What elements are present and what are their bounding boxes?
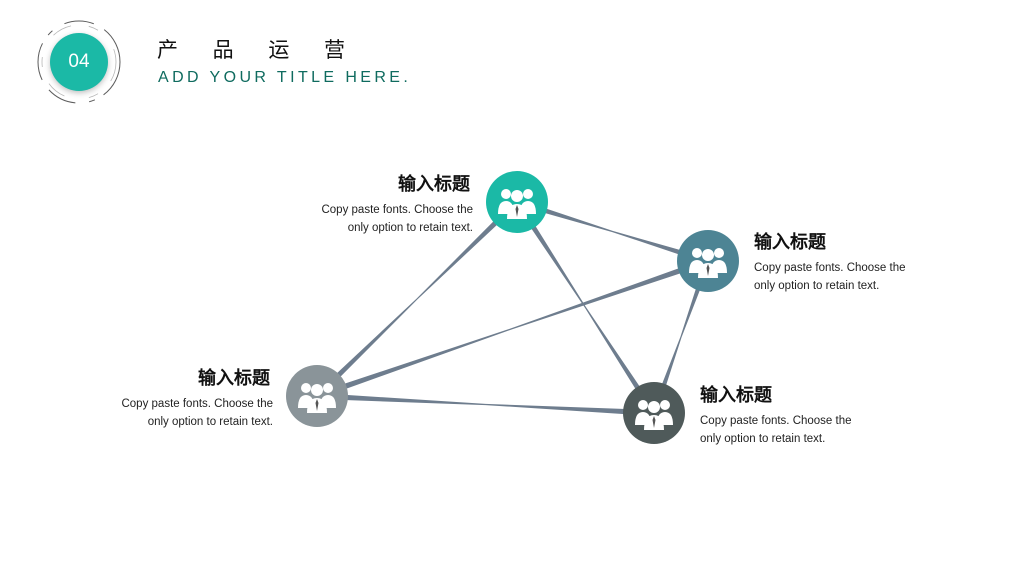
edge-top-bottom <box>514 200 657 415</box>
node-right-desc: Copy paste fonts. Choose the only option… <box>754 259 924 295</box>
node-top-desc-line2: only option to retain text. <box>347 222 473 234</box>
node-left-desc: Copy paste fonts. Choose the only option… <box>103 395 273 431</box>
page-title: 产 品 运 营 <box>157 38 360 62</box>
node-bottom <box>623 382 685 444</box>
node-right-desc-line2: only option to retain text. <box>754 280 880 292</box>
node-top <box>486 171 548 233</box>
page-subtitle: ADD YOUR TITLE HERE. <box>158 69 412 86</box>
edge-top-left <box>314 199 520 399</box>
node-right <box>677 230 739 292</box>
node-left <box>286 365 348 427</box>
node-top-desc: Copy paste fonts. Choose the only option… <box>303 201 473 237</box>
badge-ring-decoration <box>37 20 121 104</box>
node-left-title: 输入标题 <box>198 368 270 389</box>
people-group-icon <box>689 248 727 278</box>
edge-top-right <box>516 199 709 264</box>
badge-number: 04 <box>50 33 108 91</box>
node-right-title: 输入标题 <box>754 232 826 253</box>
edge-right-left <box>316 258 709 399</box>
node-left-desc-line1: Copy paste fonts. Choose the <box>121 398 273 410</box>
node-top-desc-line1: Copy paste fonts. Choose the <box>321 204 473 216</box>
edge-right-bottom <box>651 259 711 415</box>
edge-left-bottom <box>316 393 655 416</box>
node-left-desc-line2: only option to retain text. <box>147 416 273 428</box>
node-bottom-title: 输入标题 <box>700 385 772 406</box>
node-bottom-desc-line1: Copy paste fonts. Choose the <box>700 415 852 427</box>
node-bottom-desc-line2: only option to retain text. <box>700 433 826 445</box>
node-top-title: 输入标题 <box>398 174 470 195</box>
section-badge: 04 <box>34 18 126 106</box>
node-bottom-desc: Copy paste fonts. Choose the only option… <box>700 412 870 448</box>
people-group-icon <box>298 383 336 413</box>
people-group-icon <box>498 189 536 219</box>
node-right-desc-line1: Copy paste fonts. Choose the <box>754 262 906 274</box>
people-group-icon <box>635 400 673 430</box>
